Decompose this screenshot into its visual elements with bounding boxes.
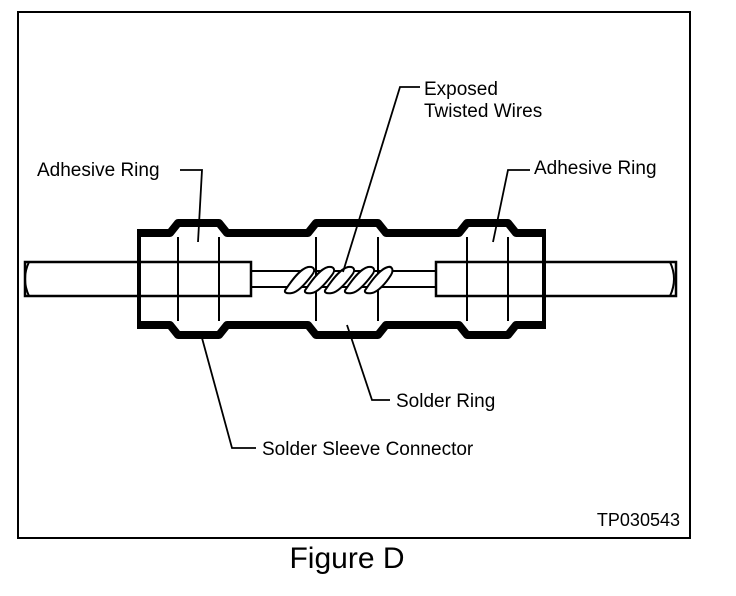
adhesive-ring-right: [466, 237, 509, 321]
label-adhesive-ring-right: Adhesive Ring: [534, 158, 657, 179]
label-exposed-line2: Twisted Wires: [424, 101, 542, 122]
label-solder-ring: Solder Ring: [396, 391, 495, 412]
label-adhesive-ring-left: Adhesive Ring: [37, 160, 160, 181]
leader-lines: [180, 86, 530, 449]
adhesive-ring-left: [177, 237, 220, 321]
figure-frame: [17, 11, 691, 539]
label-exposed-line1: Exposed: [424, 79, 498, 100]
figure-code: TP030543: [597, 510, 680, 530]
twisted-wires: [283, 265, 394, 295]
right-wire: [434, 260, 678, 298]
label-solder-sleeve: Solder Sleeve Connector: [262, 439, 474, 460]
sleeve-bottom-outline: [137, 321, 546, 339]
sleeve-top-outline: [137, 219, 546, 237]
figure-caption: Figure D: [289, 542, 404, 575]
